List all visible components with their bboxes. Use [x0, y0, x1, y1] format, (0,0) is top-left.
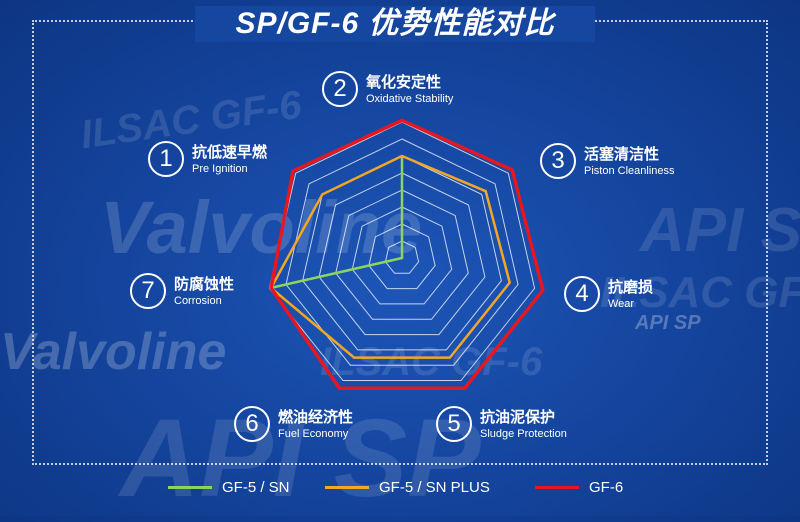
axis-number: 6 — [234, 406, 270, 442]
radar-series — [269, 118, 545, 390]
watermark-text: API SP — [635, 312, 701, 334]
axis-label-zh: 活塞清洁性 — [584, 145, 660, 163]
grid-ring — [302, 155, 502, 351]
legend-item-gf5-sn: GF-5 / SN — [168, 479, 290, 496]
series-line-2 — [269, 154, 512, 359]
axis-label-2: 2 氧化安定性 Oxidative Stability — [322, 71, 453, 107]
legend-swatch — [535, 486, 579, 489]
legend-label: GF-5 / SN PLUS — [379, 479, 490, 496]
title-backdrop — [195, 6, 595, 42]
grid-ring — [268, 121, 536, 381]
axis-label-4: 4 抗磨损 Wear — [564, 276, 653, 312]
axis-number: 4 — [564, 276, 600, 312]
grid-ring — [368, 223, 436, 290]
axis-number: 3 — [540, 143, 576, 179]
legend-item-gf6: GF-6 — [535, 479, 623, 496]
axis-label-6: 6 燃油经济性 Fuel Economy — [234, 406, 353, 442]
radar-grid — [268, 121, 536, 381]
axis-label-5: 5 抗油泥保护 Sludge Protection — [436, 406, 567, 442]
grid-ring — [351, 206, 453, 305]
axis-label-zh: 防腐蚀性 — [174, 275, 235, 293]
legend-swatch — [168, 486, 212, 489]
axis-number: 2 — [322, 71, 358, 107]
axis-label-zh: 抗油泥保护 — [480, 408, 556, 426]
watermark-text: Valvoline — [100, 186, 423, 269]
axis-label-en: Wear — [608, 297, 635, 310]
grid-ring — [285, 138, 519, 366]
axis-label-zh: 抗低速早燃 — [192, 143, 268, 161]
axis-label-7: 7 防腐蚀性 Corrosion — [130, 273, 234, 309]
grid-ring — [318, 172, 486, 336]
axis-label-zh: 燃油经济性 — [278, 408, 354, 426]
grid-ring — [384, 240, 420, 274]
series-line-3 — [269, 118, 545, 390]
axis-label-zh: 氧化安定性 — [366, 73, 442, 91]
axis-label-3: 3 活塞清洁性 Piston Cleanliness — [540, 143, 675, 179]
legend-label: GF-5 / SN — [222, 479, 290, 496]
watermark-text: ILSAC GF-6 — [320, 340, 543, 384]
legend-swatch — [325, 486, 369, 489]
axis-label-1: 1 抗低速早燃 Pre Ignition — [148, 141, 267, 177]
axis-label-en: Corrosion — [174, 294, 222, 307]
axis-number: 7 — [130, 273, 166, 309]
legend-label: GF-6 — [589, 479, 624, 496]
axis-label-en: Oxidative Stability — [366, 92, 454, 105]
axis-label-en: Piston Cleanliness — [584, 164, 675, 177]
watermark-text: Valvoline — [0, 323, 227, 381]
axis-label-en: Fuel Economy — [278, 427, 349, 440]
axis-label-en: Sludge Protection — [480, 427, 567, 440]
watermark-text: API SP — [640, 196, 800, 265]
grid-ring — [335, 189, 469, 320]
axis-number: 5 — [436, 406, 472, 442]
axis-label-en: Pre Ignition — [192, 162, 248, 175]
legend-item-gf5-sn-plus: GF-5 / SN PLUS — [325, 479, 490, 496]
chart-title: SP/GF-6 优势性能对比 — [235, 7, 555, 40]
axis-number: 1 — [148, 141, 184, 177]
watermark-text: API SP — [120, 397, 481, 520]
axis-label-zh: 抗磨损 — [608, 278, 654, 296]
